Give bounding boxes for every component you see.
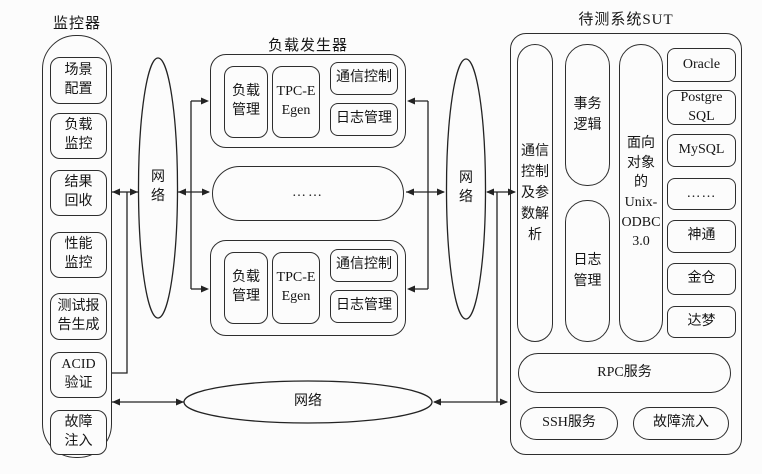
fault-injection-box: 故障 注入	[50, 410, 107, 455]
db-postgresql-box: Postgre SQL	[667, 90, 736, 125]
load-generator-title: 负载发生器	[267, 38, 348, 54]
log-mgmt-pill: 日志 管理	[565, 200, 610, 342]
acid-verify-box: ACID 验证	[50, 352, 107, 398]
db-more-box: ……	[667, 178, 736, 210]
log-mgmt-box-2: 日志管理	[330, 290, 398, 323]
log-mgmt-box-1: 日志管理	[330, 103, 398, 136]
sut-title: 待测系统SUT	[578, 12, 674, 28]
db-mysql-box: MySQL	[667, 134, 736, 167]
more-generators-node: ……	[212, 166, 404, 221]
load-monitor-box: 负载 监控	[50, 113, 107, 159]
load-mgmt-box-2: 负载 管理	[224, 252, 268, 324]
monitor-title: 监控器	[52, 16, 101, 32]
network-right-label: 网 络	[459, 171, 473, 205]
comm-control-box-1: 通信控制	[330, 62, 398, 95]
performance-monitor-box: 性能 监控	[50, 232, 107, 278]
odbc-pill: 面向 对象 的 Unix- ODBC 3.0	[619, 44, 663, 342]
result-collection-box: 结果 回收	[50, 170, 107, 216]
rpc-service-pill: RPC服务	[518, 353, 731, 393]
db-shentong-box: 神通	[667, 220, 736, 253]
test-report-box: 测试报 告生成	[50, 293, 107, 340]
transaction-logic-pill: 事务 逻辑	[565, 44, 610, 186]
db-kingbase-box: 金仓	[667, 263, 736, 295]
comm-parse-pill: 通信 控制 及参 数解 析	[517, 44, 553, 342]
scenario-config-box: 场景 配置	[50, 57, 107, 104]
db-oracle-box: Oracle	[667, 48, 736, 82]
fault-inflow-pill: 故障流入	[633, 407, 729, 440]
db-dameng-box: 达梦	[667, 306, 736, 338]
tpce-egen-box-2: TPC-E Egen	[272, 252, 320, 324]
comm-control-box-2: 通信控制	[330, 249, 398, 282]
load-mgmt-box-1: 负载 管理	[224, 66, 268, 138]
network-left-label: 网 络	[151, 170, 165, 204]
network-bottom-label: 网络	[294, 393, 322, 409]
ssh-service-pill: SSH服务	[520, 407, 618, 440]
tpce-egen-box-1: TPC-E Egen	[272, 66, 320, 138]
